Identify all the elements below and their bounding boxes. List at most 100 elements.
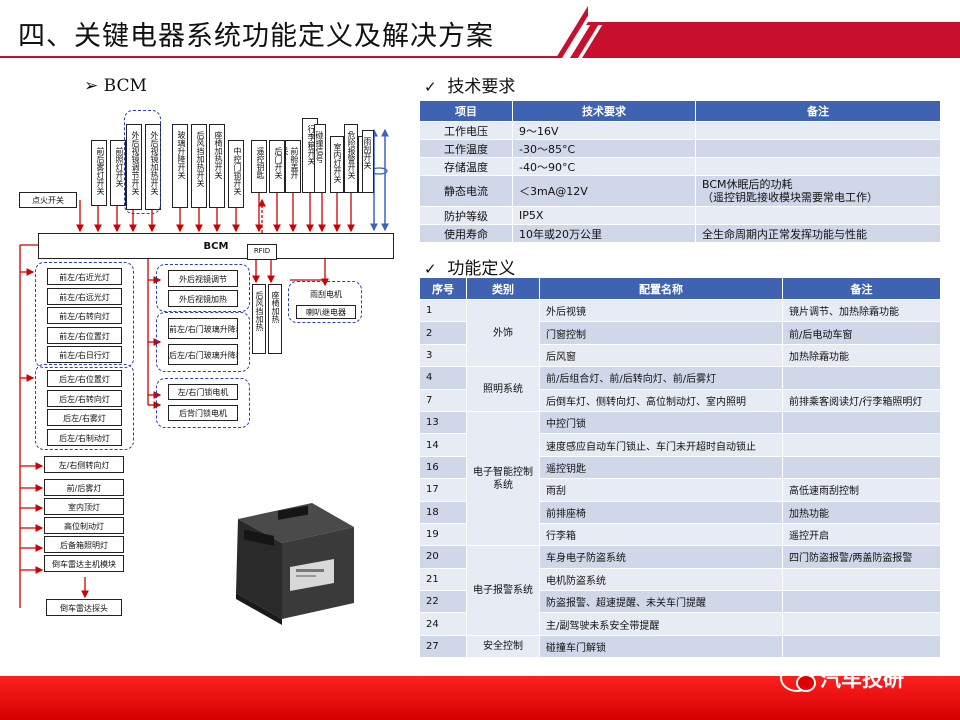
wiper-item: 雨刮电机 bbox=[296, 288, 356, 302]
group-misc-item: 后备箱照明灯 bbox=[44, 536, 124, 553]
func-category-cell: 安全控制 bbox=[467, 635, 540, 657]
tech-cell: 静态电流 bbox=[420, 176, 513, 207]
func-config-cell: 行李箱 bbox=[540, 523, 783, 545]
func-note-cell bbox=[783, 411, 941, 433]
func-config-cell: 前排座椅 bbox=[540, 501, 783, 523]
top-input-group-dashed bbox=[124, 110, 161, 214]
watermark: 汽车技研 bbox=[780, 660, 950, 696]
func-seq-cell: 4 bbox=[420, 367, 467, 389]
tech-column-header: 项目 bbox=[420, 101, 513, 122]
func-row: 27安全控制碰撞车门解锁 bbox=[420, 635, 941, 657]
func-note-cell: 镜片调节、加热除霜功能 bbox=[783, 300, 941, 322]
group-lights-front-item: 前左/右日行灯 bbox=[47, 346, 122, 363]
func-category-cell: 电子报警系统 bbox=[467, 546, 540, 636]
top-input-switch: 前舱盖开关 bbox=[285, 140, 301, 193]
func-category-cell: 外饰 bbox=[467, 300, 540, 367]
top-input-switch: 室内灯开关 bbox=[330, 136, 344, 193]
func-column-header: 序号 bbox=[420, 278, 467, 300]
bottom-output-box: 倒车雷达探头 bbox=[46, 599, 122, 616]
tech-cell: 工作电压 bbox=[420, 122, 513, 140]
tech-cell: BCM休眠后的功耗 （遥控钥匙接收模块需要常电工作） bbox=[696, 176, 941, 207]
func-config-cell: 门窗控制 bbox=[540, 322, 783, 344]
tech-row: 工作温度-30～85°C bbox=[420, 140, 941, 158]
rfid-box: RFID bbox=[247, 244, 277, 260]
tech-cell bbox=[696, 158, 941, 176]
func-seq-cell: 22 bbox=[420, 591, 467, 613]
top-input-group-dashed bbox=[168, 120, 246, 212]
func-seq-cell: 7 bbox=[420, 389, 467, 411]
func-note-cell: 加热功能 bbox=[783, 501, 941, 523]
group-lock-item: 后背门锁电机 bbox=[168, 405, 238, 421]
vertical-output-box: 后风挡加热 bbox=[252, 284, 266, 354]
func-config-cell: 主/副驾驶未系安全带提醒 bbox=[540, 613, 783, 635]
func-seq-cell: 20 bbox=[420, 546, 467, 568]
func-config-cell: 中控门锁 bbox=[540, 411, 783, 433]
group-lights-rear-item: 后左/右制动灯 bbox=[47, 429, 122, 446]
func-config-cell: 外后视镜 bbox=[540, 300, 783, 322]
group-lights-front-item: 前左/右转向灯 bbox=[47, 307, 122, 324]
func-seq-cell: 16 bbox=[420, 456, 467, 478]
func-heading-label: 功能定义 bbox=[447, 259, 515, 279]
func-seq-cell: 14 bbox=[420, 434, 467, 456]
func-config-cell: 遥控钥匙 bbox=[540, 456, 783, 478]
group-window-item: 前左/右门玻璃升降器 bbox=[168, 318, 238, 339]
tech-cell: 工作温度 bbox=[420, 140, 513, 158]
group-lights-front-item: 前左/右近光灯 bbox=[47, 268, 122, 285]
func-note-cell bbox=[783, 568, 941, 590]
top-input-switch: 后门开关 bbox=[269, 140, 285, 193]
func-note-cell: 加热除霜功能 bbox=[783, 344, 941, 366]
group-misc-item: 室内顶灯 bbox=[44, 498, 124, 515]
wechat-icon bbox=[780, 664, 814, 692]
tech-requirements-table: 项目技术要求备注 工作电压9～16V工作温度-30～85°C存储温度-40～90… bbox=[419, 100, 941, 243]
func-category-cell: 照明系统 bbox=[467, 367, 540, 412]
func-seq-cell: 13 bbox=[420, 411, 467, 433]
func-note-cell bbox=[783, 635, 941, 657]
tech-cell: -30～85°C bbox=[513, 140, 696, 158]
tech-heading: ✓ 技术要求 bbox=[424, 72, 515, 97]
tech-cell bbox=[696, 122, 941, 140]
func-config-cell: 电机防盗系统 bbox=[540, 568, 783, 590]
tech-row: 使用寿命10年或20万公里全生命周期内正常发挥功能与性能 bbox=[420, 225, 941, 243]
func-note-cell: 高低速雨刮控制 bbox=[783, 479, 941, 501]
tech-cell: 全生命周期内正常发挥功能与性能 bbox=[696, 225, 941, 243]
check-icon: ✓ bbox=[424, 260, 437, 278]
func-seq-cell: 24 bbox=[420, 613, 467, 635]
func-heading: ✓ 功能定义 bbox=[424, 254, 515, 279]
group-lights-rear-item: 后左/右雾灯 bbox=[47, 409, 122, 426]
group-misc-item: 高位制动灯 bbox=[44, 517, 124, 534]
tech-cell: 9～16V bbox=[513, 122, 696, 140]
tech-cell bbox=[696, 140, 941, 158]
func-seq-cell: 21 bbox=[420, 568, 467, 590]
check-icon: ✓ bbox=[424, 78, 437, 96]
bcm-module-bar: BCM bbox=[38, 233, 394, 259]
group-misc-item: 前/后雾灯 bbox=[44, 479, 124, 496]
tech-row: 存储温度-40～90°C bbox=[420, 158, 941, 176]
tech-cell: IP5X bbox=[513, 207, 696, 225]
tech-column-header: 技术要求 bbox=[513, 101, 696, 122]
func-note-cell bbox=[783, 456, 941, 478]
func-seq-cell: 1 bbox=[420, 300, 467, 322]
func-config-cell: 后倒车灯、侧转向灯、高位制动灯、室内照明 bbox=[540, 389, 783, 411]
func-category-cell: 电子智能控制系统 bbox=[467, 411, 540, 545]
func-note-cell bbox=[783, 591, 941, 613]
func-seq-cell: 3 bbox=[420, 344, 467, 366]
func-note-cell bbox=[783, 613, 941, 635]
func-note-cell: 前排乘客阅读灯/行李箱照明灯 bbox=[783, 389, 941, 411]
group-lock-item: 左/右门锁电机 bbox=[168, 384, 238, 400]
func-row: 4照明系统前/后组合灯、前/后转向灯、前/后雾灯 bbox=[420, 367, 941, 389]
tech-row: 静态电流＜3mA@12VBCM休眠后的功耗 （遥控钥匙接收模块需要常电工作） bbox=[420, 176, 941, 207]
top-input-switch: 危险报警开关 bbox=[344, 124, 358, 193]
func-config-cell: 防盗报警、超速提醒、未关车门提醒 bbox=[540, 591, 783, 613]
header-stripes bbox=[556, 6, 960, 58]
func-config-cell: 雨刮 bbox=[540, 479, 783, 501]
func-config-cell: 碰撞车门解锁 bbox=[540, 635, 783, 657]
func-note-cell: 四门防盗报警/两盖防盗报警 bbox=[783, 546, 941, 568]
top-input-switch: 雨刮开关 bbox=[362, 130, 374, 193]
func-seq-cell: 19 bbox=[420, 523, 467, 545]
tech-heading-label: 技术要求 bbox=[447, 77, 515, 97]
